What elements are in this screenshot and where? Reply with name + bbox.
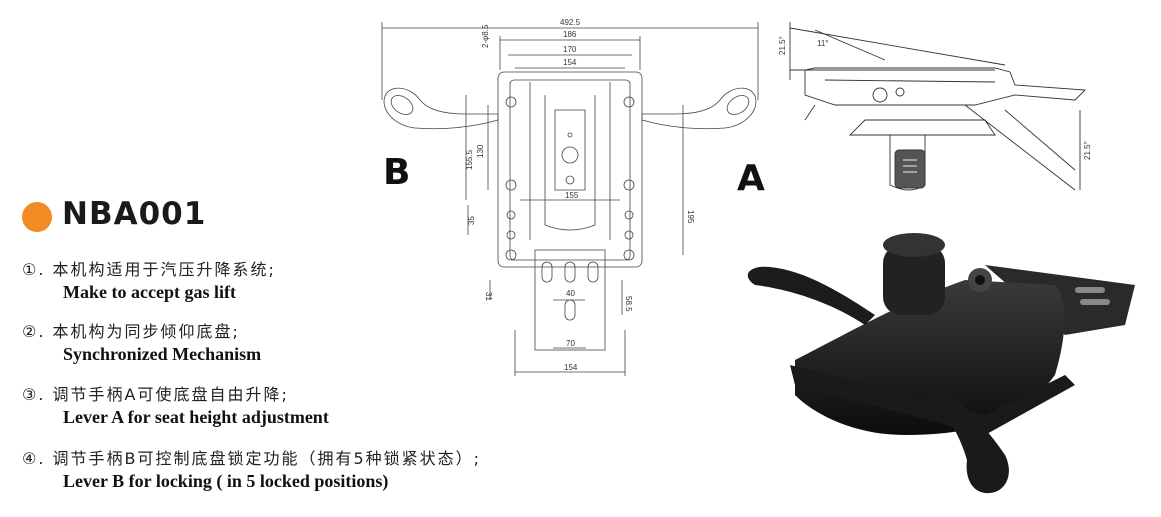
dim-186: 186 <box>563 30 577 39</box>
feature-item-1: ①. 本机构适用于汽压升降系统; Make to accept gas lift <box>22 256 582 303</box>
angle-small: 11° <box>817 39 829 48</box>
dim-70: 70 <box>566 339 575 348</box>
lever-a-label: A <box>737 158 765 199</box>
dim-58-5: 58.5 <box>624 296 633 312</box>
dim-195: 195 <box>686 210 695 224</box>
dim-bottom-154: 154 <box>564 363 578 372</box>
feature-item-2: ②. 本机构为同步倾仰底盘; Synchronized Mechanism <box>22 318 582 365</box>
feature-en: Lever A for seat height adjustment <box>63 407 329 427</box>
model-name: NBA001 <box>62 196 207 232</box>
dim-31: 31 <box>484 292 493 301</box>
feature-en: Synchronized Mechanism <box>63 344 262 364</box>
feature-en: Make to accept gas lift <box>63 282 236 302</box>
dim-40: 40 <box>566 289 575 298</box>
feature-en: Lever B for locking ( in 5 locked positi… <box>63 471 389 491</box>
feature-cn: ③. 调节手柄A可使底盘自由升降; <box>22 385 289 404</box>
dim-hole: 2-φ8.5 <box>481 24 490 48</box>
dim-154: 154 <box>563 58 577 67</box>
feature-cn: ①. 本机构适用于汽压升降系统; <box>22 260 276 279</box>
dim-35: 35 <box>467 216 476 225</box>
model-bullet-icon <box>22 202 52 232</box>
angle-top: 21.5° <box>778 36 787 55</box>
product-photo <box>747 233 1135 494</box>
dim-130: 130 <box>476 144 485 158</box>
dim-155-5: 155.5 <box>465 149 474 170</box>
feature-cn: ②. 本机构为同步倾仰底盘; <box>22 322 240 341</box>
dim-155: 155 <box>565 191 579 200</box>
dim-170: 170 <box>563 45 577 54</box>
lever-b-label: B <box>383 152 411 193</box>
feature-item-4: ④. 调节手柄B可控制底盘锁定功能（拥有5种锁紧状态）; Lever B for… <box>22 445 582 492</box>
feature-cn: ④. 调节手柄B可控制底盘锁定功能（拥有5种锁紧状态）; <box>22 449 482 468</box>
side-view-drawing: 21.5° 11° 21.5° <box>778 22 1092 191</box>
dim-overall-width: 492.5 <box>560 18 581 27</box>
top-view-drawing: 492.5 186 170 154 2-φ8.5 155.5 130 155 1… <box>381 18 759 376</box>
angle-right: 21.5° <box>1083 141 1092 160</box>
feature-item-3: ③. 调节手柄A可使底盘自由升降; Lever A for seat heigh… <box>22 381 582 428</box>
